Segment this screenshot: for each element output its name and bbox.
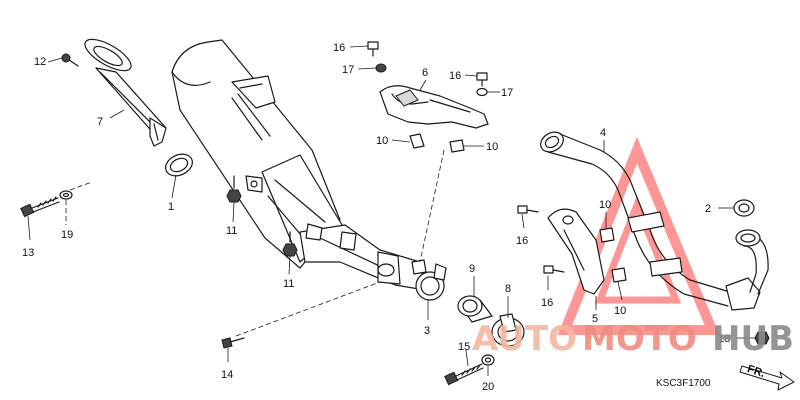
- part-13-bolt: [20, 196, 60, 218]
- part-10-clip-a: [409, 133, 425, 149]
- callout-labels: 12 7 1 13 19 11 11 14 16 17 6 16 17 10 1…: [22, 42, 730, 393]
- part-1-gasket: [165, 153, 193, 177]
- callout-20: 20: [482, 381, 494, 393]
- callout-9: 9: [469, 263, 475, 275]
- callout-16-mid-b: 16: [541, 297, 553, 309]
- diagram-code: KSC3F1700: [656, 378, 711, 389]
- callout-17-top-a: 17: [342, 64, 354, 76]
- callout-17-top-b: 17: [501, 87, 513, 99]
- part-3-clamp: [411, 259, 447, 301]
- watermark-logo: [557, 136, 720, 335]
- callout-11-lower: 11: [283, 278, 294, 290]
- callout-10-d: 10: [614, 305, 626, 317]
- watermark-part-1: AUTO: [472, 319, 577, 359]
- direction-label: FR.: [746, 363, 767, 380]
- part-6-heat-shield: [379, 85, 489, 129]
- part-9-sleeve: [457, 295, 493, 323]
- part-16-screw-top-b: [476, 72, 488, 87]
- callout-14: 14: [221, 369, 233, 381]
- callout-16-top-a: 16: [333, 42, 345, 54]
- callout-12: 12: [34, 56, 46, 68]
- callout-2: 2: [705, 203, 711, 215]
- part-7-tail-pipe: [84, 38, 167, 147]
- part-17-grommet-top-b: [476, 87, 488, 97]
- part-4-exhaust-pipe: [540, 131, 769, 311]
- part-5-bracket: [547, 208, 605, 295]
- front-direction-arrow: FR.: [739, 363, 795, 391]
- part-15-bolt: [444, 363, 484, 386]
- part-19-washer: [59, 190, 73, 200]
- part-11-bolt-lower: [282, 231, 298, 257]
- watermark-part-2: MOTO: [582, 319, 697, 359]
- callout-6: 6: [422, 67, 428, 79]
- callout-10-b: 10: [486, 141, 498, 153]
- callout-10-c: 10: [599, 199, 611, 211]
- part-16-screw-mid-a: [517, 205, 539, 214]
- part-10-clip-d: [611, 267, 627, 283]
- part-10-clip-c: [599, 227, 615, 243]
- callout-13: 13: [22, 247, 34, 259]
- part-11-bolt-upper: [226, 175, 242, 203]
- part-20-washer: [481, 354, 495, 366]
- part-16-screw-mid-b: [543, 265, 565, 274]
- part-14-bolt: [221, 337, 245, 349]
- muffler-body: [171, 39, 426, 291]
- watermark-text: AUTO MOTO HUB: [472, 319, 794, 359]
- part-10-clip-b: [449, 139, 465, 153]
- callout-15: 15: [458, 341, 470, 353]
- part-12-bolt: [61, 53, 79, 67]
- callout-18: 18: [718, 333, 730, 345]
- callout-10-a: 10: [376, 135, 388, 147]
- callout-7: 7: [97, 116, 103, 128]
- callout-1: 1: [168, 201, 174, 213]
- callout-11-upper: 11: [226, 225, 237, 237]
- callout-3: 3: [424, 325, 430, 337]
- part-2-gasket: [733, 199, 755, 217]
- leader-lines: [27, 45, 755, 376]
- part-16-screw-top-a: [367, 41, 379, 57]
- callout-16-top-b: 16: [449, 70, 461, 82]
- part-17-grommet-top-a: [375, 63, 387, 73]
- callout-16-mid-a: 16: [516, 235, 528, 247]
- watermark-part-3: HUB: [712, 319, 794, 359]
- callout-5: 5: [592, 313, 598, 325]
- callout-4: 4: [600, 127, 606, 139]
- callout-19: 19: [61, 229, 73, 241]
- callout-8: 8: [505, 283, 511, 295]
